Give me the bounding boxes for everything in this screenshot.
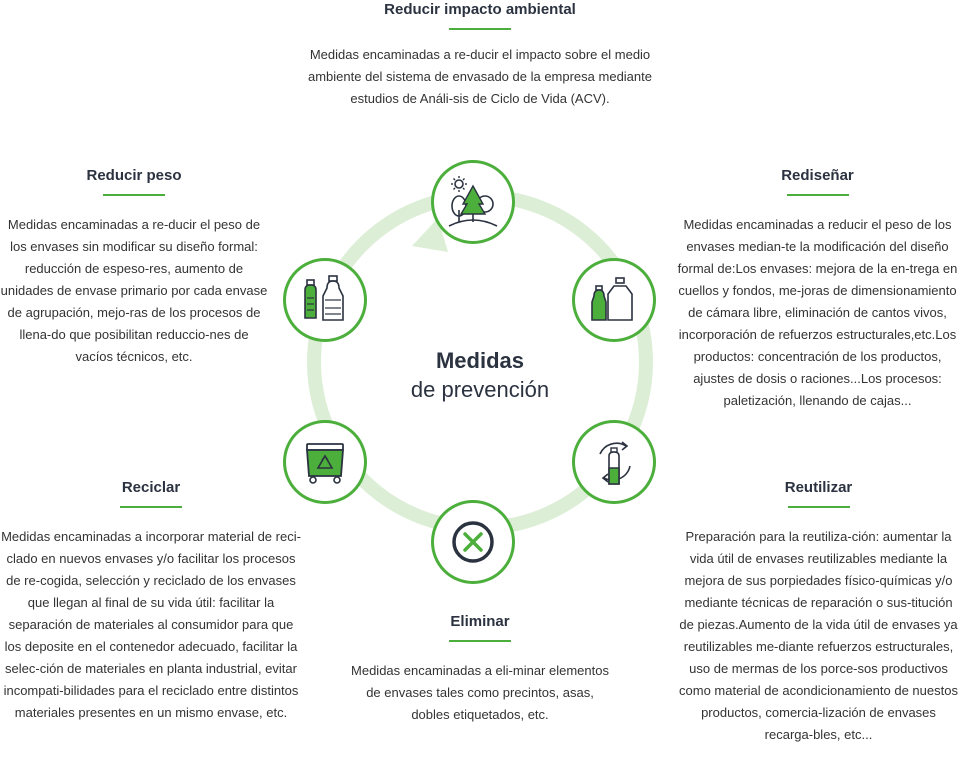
heading-underline [786, 194, 849, 196]
node-reducir-impacto [431, 160, 515, 244]
text-reducir-peso: Medidas encaminadas a re-ducir el peso d… [0, 217, 268, 364]
bottles-icon [304, 275, 344, 321]
forest-sun-icon [448, 176, 498, 227]
text-reutilizar: Preparación para la reutiliza-ción: aume… [679, 529, 958, 742]
heading-reducir-impacto: Reducir impacto ambiental [384, 1, 576, 18]
text-reciclar: Medidas encaminadas a incorporar materia… [1, 529, 301, 720]
text-redisenar: Medidas encaminadas a reducir el peso de… [677, 217, 958, 408]
block-eliminar: Eliminar Medidas encaminadas a eli-minar… [350, 613, 610, 726]
node-reducir-peso [283, 258, 367, 342]
reuse-bottle-icon [599, 441, 631, 485]
x-circle-icon [452, 521, 494, 563]
heading-eliminar: Eliminar [450, 613, 510, 630]
heading-reciclar: Reciclar [121, 479, 181, 496]
center-title: Medidas de prevención [350, 347, 610, 405]
block-reducir-peso: Reducir peso Medidas encaminadas a re-du… [0, 167, 268, 368]
center-title-main: Medidas [435, 348, 525, 373]
heading-underline [103, 194, 165, 196]
text-eliminar: Medidas encaminadas a eli-minar elemento… [351, 663, 609, 722]
node-redisenar [572, 258, 656, 342]
heading-underline [120, 506, 182, 508]
heading-underline [449, 640, 511, 642]
heading-reutilizar: Reutilizar [784, 479, 853, 496]
block-reutilizar: Reutilizar Preparación para la reutiliza… [677, 479, 960, 746]
jug-bottle-icon [591, 277, 633, 321]
block-reducir-impacto: Reducir impacto ambiental Medidas encami… [290, 1, 670, 110]
center-title-sub: de prevención [410, 377, 550, 402]
block-reciclar: Reciclar Medidas encaminadas a incorpora… [0, 479, 302, 724]
node-reciclar [283, 420, 367, 504]
block-redisenar: Rediseñar Medidas encaminadas a reducir … [675, 167, 960, 412]
heading-underline [449, 28, 511, 30]
heading-reducir-peso: Reducir peso [86, 167, 182, 184]
node-reutilizar [572, 420, 656, 504]
recycle-bin-icon [306, 443, 344, 484]
heading-underline [787, 506, 850, 508]
node-eliminar [431, 500, 515, 584]
heading-redisenar: Rediseñar [781, 167, 854, 184]
text-reducir-impacto: Medidas encaminadas a re-ducir el impact… [308, 47, 652, 106]
